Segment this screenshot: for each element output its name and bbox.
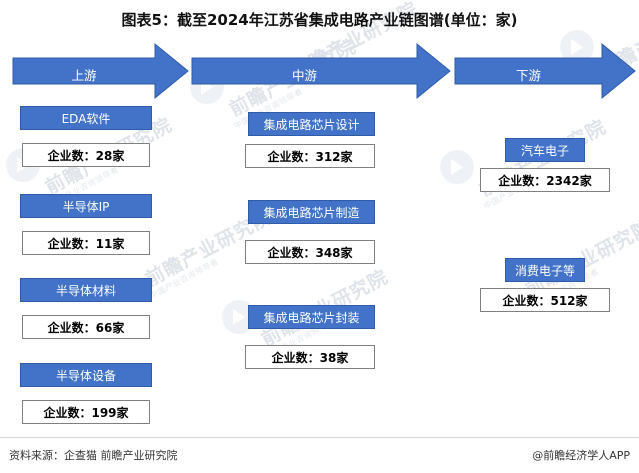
node-head-automotive-electronics[interactable]: 汽车电子 [505, 138, 585, 162]
node-head-ic-chip-manufacturing[interactable]: 集成电路芯片制造 [248, 200, 375, 224]
node-head-semiconductor-equipment[interactable]: 半导体设备 [20, 363, 152, 387]
node-count-consumer-electronics: 企业数：512家 [480, 288, 610, 312]
node-count-ic-chip-design: 企业数：312家 [245, 144, 375, 168]
watermark-subtext: 中国产业咨询领导者 [148, 256, 221, 301]
node-head-consumer-electronics[interactable]: 消费电子等 [505, 258, 585, 282]
node-count-ic-chip-packaging: 企业数：38家 [245, 345, 375, 369]
node-head-ic-chip-design[interactable]: 集成电路芯片设计 [248, 112, 375, 136]
stage-label-midstream: 中游 [291, 68, 317, 83]
footer-divider [0, 437, 639, 438]
node-count-semiconductor-equipment: 企业数：199家 [22, 400, 150, 424]
node-count-automotive-electronics: 企业数：2342家 [480, 168, 610, 192]
stage-arrow-downstream [454, 42, 636, 100]
node-head-semiconductor-materials[interactable]: 半导体材料 [20, 278, 152, 302]
stage-arrow-upstream [12, 42, 189, 100]
footer-brand: @前瞻经济学人APP [532, 449, 630, 462]
stage-label-upstream: 上游 [71, 68, 97, 83]
page-title: 图表5：截至2024年江苏省集成电路产业链图谱(单位：家) [121, 11, 518, 29]
node-head-semiconductor-ip[interactable]: 半导体IP [20, 194, 152, 218]
node-head-ic-chip-packaging[interactable]: 集成电路芯片封装 [248, 305, 375, 329]
node-count-semiconductor-ip: 企业数：11家 [22, 231, 150, 255]
node-count-ic-chip-manufacturing: 企业数：348家 [245, 240, 375, 264]
node-count-semiconductor-materials: 企业数：66家 [22, 315, 150, 339]
stage-arrow-midstream [191, 42, 451, 100]
footer-source: 资料来源：企查猫 前瞻产业研究院 [9, 449, 178, 462]
node-head-eda-software[interactable]: EDA软件 [20, 106, 152, 130]
stage-label-downstream: 下游 [515, 68, 541, 83]
stage-arrow-band [12, 42, 636, 100]
watermark-logo-icon [440, 150, 474, 184]
node-count-eda-software: 企业数：28家 [22, 143, 150, 167]
